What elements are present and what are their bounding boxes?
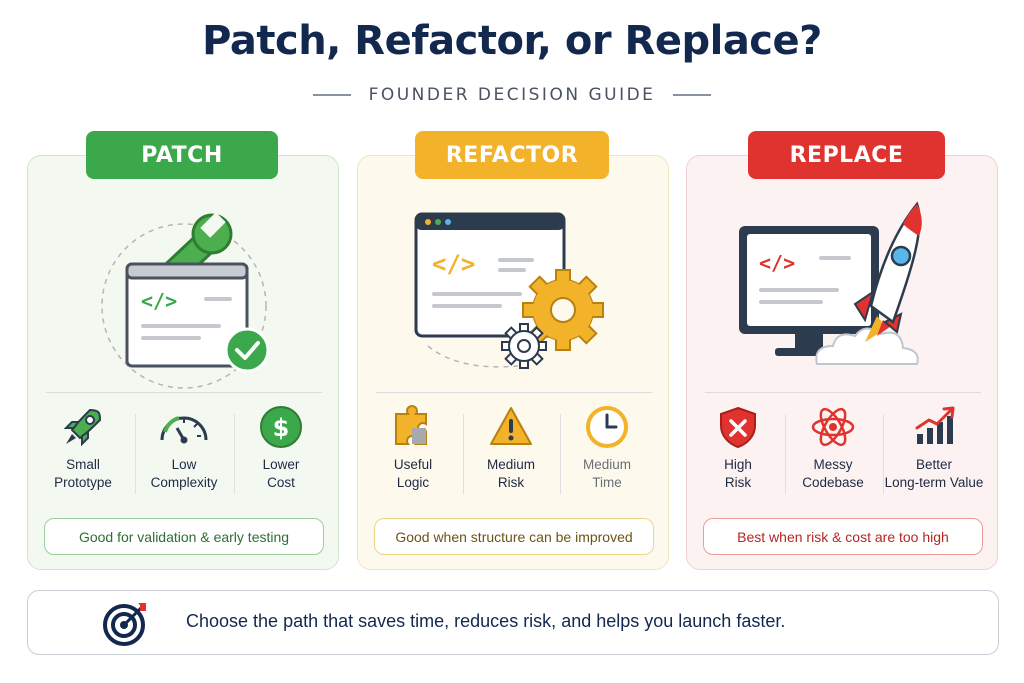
metric-low-complexity: Low Complexity [135, 404, 233, 492]
metric-label: Useful Logic [393, 457, 433, 490]
tangle-icon [811, 407, 855, 447]
metric-label: High Risk [724, 457, 752, 490]
metric-high-risk: High Risk [689, 404, 787, 492]
monitor-icon: </> [739, 226, 879, 356]
patch-illustration: </> [101, 212, 270, 389]
dollar-icon: $ [260, 406, 302, 448]
metric-label: Medium Time [582, 457, 631, 490]
metric-better-long-term-value: Better Long-term Value [869, 404, 999, 492]
footer-banner: Choose the path that saves time, reduces… [27, 590, 999, 655]
replace-pill: REPLACE [748, 131, 945, 179]
metric-label: Medium Risk [486, 457, 535, 490]
metric-useful-logic: Useful Logic [364, 404, 462, 492]
patch-note: Good for validation & early testing [44, 518, 324, 555]
metric-separator [135, 414, 136, 494]
metric-small-prototype: Small Prototype [34, 404, 132, 492]
replace-illustration: </> [739, 201, 922, 365]
metric-medium-risk: Medium Risk [462, 404, 560, 492]
gauge-icon [160, 416, 208, 444]
target-icon [103, 603, 146, 646]
metric-messy-codebase: Messy Codebase [784, 404, 882, 492]
small-gear-icon [501, 323, 547, 369]
replace-card: </> High Risk [686, 155, 998, 570]
metric-separator [883, 414, 884, 494]
metric-label: Lower Cost [262, 457, 300, 490]
metric-separator [463, 414, 464, 494]
metric-label: Low Complexity [150, 457, 218, 490]
card-divider [46, 392, 322, 393]
code-glyph: </> [759, 251, 795, 275]
puzzle-icon [395, 405, 427, 445]
metric-separator [560, 414, 561, 494]
check-badge-icon [224, 327, 270, 373]
page-title: Patch, Refactor, or Replace? [202, 18, 822, 64]
metric-lower-cost: $ Lower Cost [232, 404, 330, 492]
cloud-icon [815, 327, 919, 365]
gear-icon [522, 269, 604, 351]
page-subtitle: FOUNDER DECISION GUIDE [368, 85, 656, 105]
rocket-icon [63, 408, 102, 447]
metric-label: Messy Codebase [802, 457, 864, 490]
code-glyph: </> [432, 250, 475, 278]
subtitle-rule-right [673, 94, 712, 96]
growth-chart-icon [915, 406, 955, 444]
card-divider [705, 392, 981, 393]
replace-note: Best when risk & cost are too high [703, 518, 983, 555]
card-divider [376, 392, 652, 393]
metric-medium-time: Medium Time [558, 404, 656, 492]
metric-label: Better Long-term Value [884, 457, 984, 490]
refactor-note: Good when structure can be improved [374, 518, 654, 555]
metric-label: Small Prototype [54, 457, 112, 490]
refactor-pill: REFACTOR [415, 131, 609, 179]
refactor-illustration: </> [414, 212, 604, 369]
metric-separator [234, 414, 235, 494]
svg-text:$: $ [273, 414, 290, 442]
footer-text: Choose the path that saves time, reduces… [186, 611, 786, 631]
patch-pill: PATCH [86, 131, 278, 179]
patch-card: </> Small Prototype [27, 155, 339, 570]
shield-x-icon [720, 406, 756, 449]
code-glyph: </> [141, 289, 177, 313]
refactor-card: </> [357, 155, 669, 570]
warning-icon [490, 407, 532, 445]
rocket-icon [853, 201, 922, 342]
metric-separator [785, 414, 786, 494]
subtitle-rule-left [312, 94, 351, 96]
browser-window-icon: </> [125, 262, 249, 368]
clock-icon [586, 406, 628, 448]
subtitle-row: FOUNDER DECISION GUIDE [0, 84, 1024, 106]
